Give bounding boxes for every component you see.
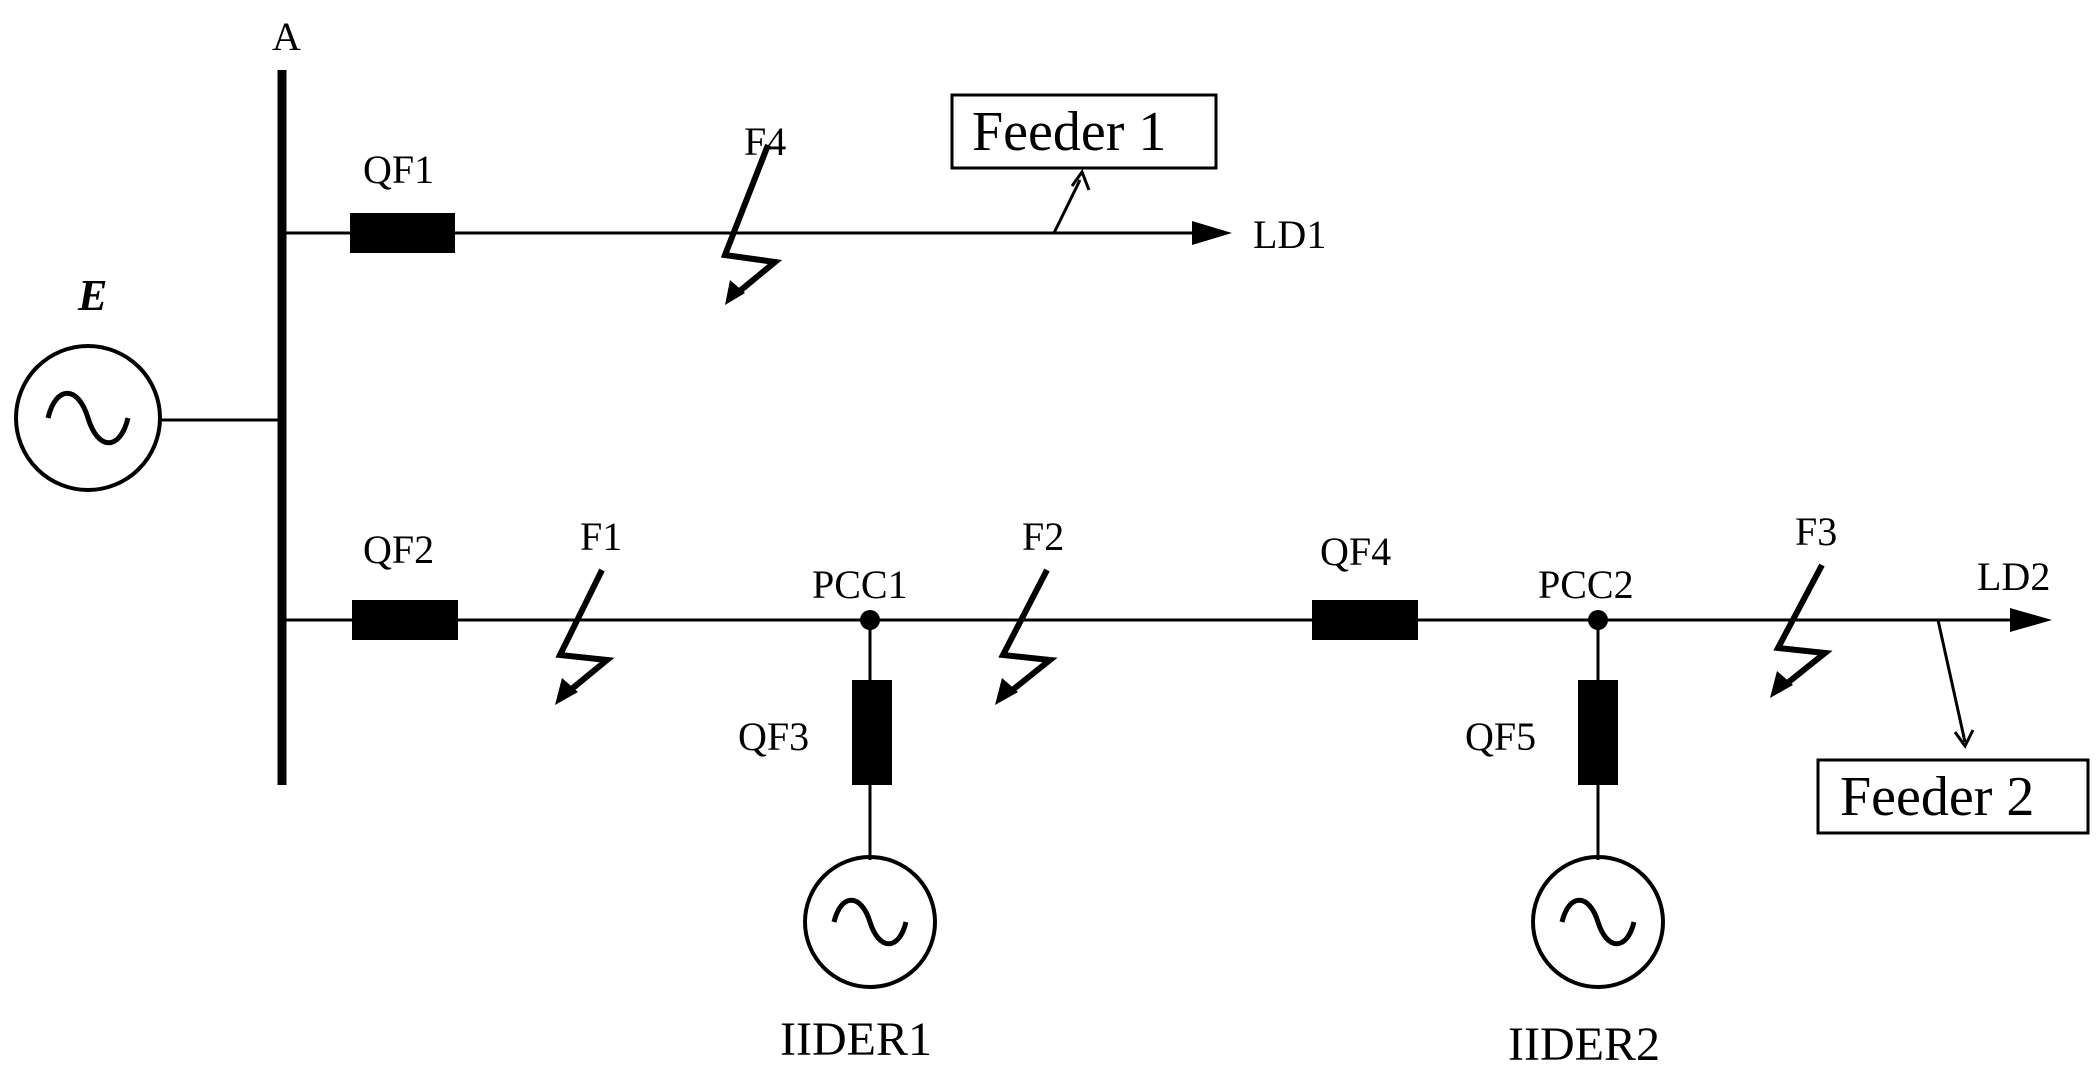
qf2-breaker [352, 600, 458, 640]
fault-f1-arrowhead [555, 678, 578, 705]
sine-icon [45, 390, 131, 446]
fault-f1-icon [555, 568, 615, 695]
iider1-circle [803, 855, 937, 989]
ld1-arrow [1192, 221, 1232, 245]
f3-label: F3 [1795, 509, 1837, 554]
iider2-circle [1531, 855, 1665, 989]
source-circle [14, 344, 162, 492]
fault-f3-icon [1773, 563, 1833, 688]
feeder1-label: Feeder 1 [972, 101, 1166, 163]
qf3-label: QF3 [738, 714, 809, 759]
sine-icon [831, 898, 909, 946]
qf5-label: QF5 [1465, 714, 1536, 759]
qf4-label: QF4 [1320, 529, 1391, 574]
ld2-arrow [2010, 608, 2052, 632]
fault-f4-icon [720, 143, 783, 298]
feeder1-pointer-head [1070, 168, 1091, 191]
iider2-generator [1531, 855, 1665, 989]
qf3-breaker [852, 680, 892, 785]
feeder2-label: Feeder 2 [1840, 766, 2034, 828]
bus-label: A [272, 14, 301, 59]
ld1-label: LD1 [1253, 212, 1326, 257]
fault-f2-arrowhead [995, 678, 1018, 705]
qf4-breaker [1312, 600, 1418, 640]
iider1-label: IIDER1 [780, 1013, 932, 1066]
pcc1-label: PCC1 [812, 562, 908, 607]
fault-f3-arrowhead [1770, 671, 1793, 698]
qf1-label: QF1 [363, 147, 434, 192]
feeder2-pointer [1936, 619, 1967, 743]
source-label: E [77, 271, 107, 320]
f2-label: F2 [1022, 514, 1064, 559]
feeder1-pointer [1052, 179, 1082, 234]
f1-label: F1 [580, 514, 622, 559]
f4-label: F4 [744, 119, 786, 164]
feeder2-box [1816, 758, 2090, 835]
fault-f4-arrowhead [725, 280, 745, 305]
feeder1-box [950, 93, 1218, 170]
pcc2-label: PCC2 [1538, 562, 1634, 607]
qf1-breaker [350, 213, 455, 253]
iider2-label: IIDER2 [1508, 1018, 1660, 1071]
source-generator [14, 344, 282, 492]
sine-icon [1559, 898, 1637, 946]
qf2-label: QF2 [363, 527, 434, 572]
fault-f2-icon [998, 568, 1058, 695]
iider1-generator [803, 855, 937, 989]
ld2-label: LD2 [1977, 554, 2050, 599]
feeder2-pointer-head [1953, 729, 1975, 749]
qf5-breaker [1578, 680, 1618, 785]
